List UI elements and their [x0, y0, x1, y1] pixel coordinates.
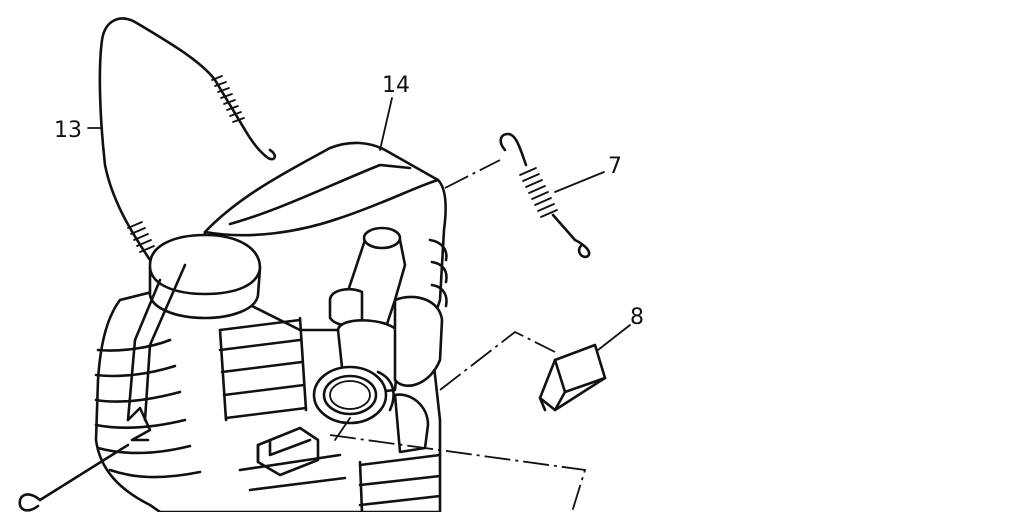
outlet-pipe: [312, 226, 444, 454]
clip-part: [538, 343, 607, 412]
lower-dash-line: [329, 434, 587, 512]
callout-13: 13: [54, 118, 82, 143]
clip-dash-line: [439, 330, 556, 391]
callout-14: 14: [382, 73, 410, 98]
leader-lines: [87, 97, 631, 512]
spring-dash-line: [444, 159, 501, 189]
filler-cap: [148, 233, 262, 320]
callout-7: 7: [608, 154, 622, 179]
leader-14: [379, 97, 393, 151]
pipe-leader: [334, 417, 351, 441]
leader-8: [597, 324, 631, 351]
spring: [499, 132, 591, 259]
tank-bracket: [256, 426, 320, 477]
lower-hook: [18, 443, 130, 512]
callout-8: 8: [630, 305, 644, 330]
leader-7: [554, 171, 605, 193]
retaining-rod: [98, 17, 277, 442]
